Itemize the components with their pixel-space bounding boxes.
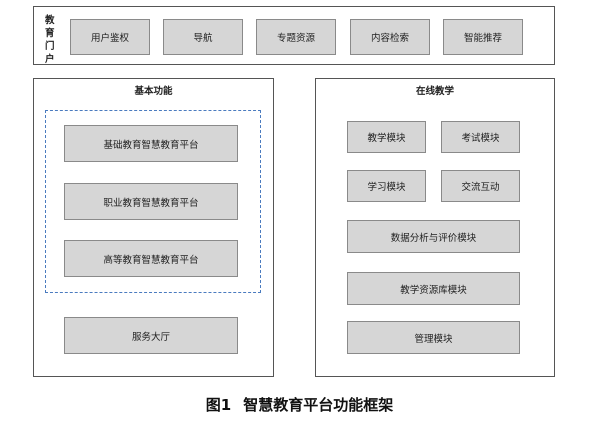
teaching-module: 教学模块 [347, 121, 426, 153]
basic-functions-title: 基本功能 [134, 86, 173, 97]
service-hall: 服务大厅 [64, 317, 238, 354]
resource-library-module: 教学资源库模块 [347, 272, 520, 305]
learning-module: 学习模块 [347, 170, 426, 202]
platform-basic-education: 基础教育智慧教育平台 [64, 125, 238, 162]
figure-number: 图1 [205, 396, 232, 414]
exam-module: 考试模块 [441, 121, 520, 153]
portal-item-content-search: 内容检索 [350, 19, 430, 55]
platform-vocational-education: 职业教育智慧教育平台 [64, 183, 238, 220]
data-analysis-module: 数据分析与评价模块 [347, 220, 520, 253]
portal-item-navigation: 导航 [163, 19, 243, 55]
portal-title: 教育门户 [45, 15, 55, 65]
portal-item-smart-recommend: 智能推荐 [443, 19, 523, 55]
online-teaching-title: 在线教学 [415, 86, 454, 97]
figure-title: 智慧教育平台功能框架 [243, 396, 394, 414]
figure-caption: 图1 智慧教育平台功能框架 [0, 394, 599, 415]
platforms-group [45, 110, 261, 293]
interaction-module: 交流互动 [441, 170, 520, 202]
portal-item-topic-resources: 专题资源 [256, 19, 336, 55]
management-module: 管理模块 [347, 321, 520, 354]
portal-item-auth: 用户鉴权 [70, 19, 150, 55]
platform-higher-education: 高等教育智慧教育平台 [64, 240, 238, 277]
